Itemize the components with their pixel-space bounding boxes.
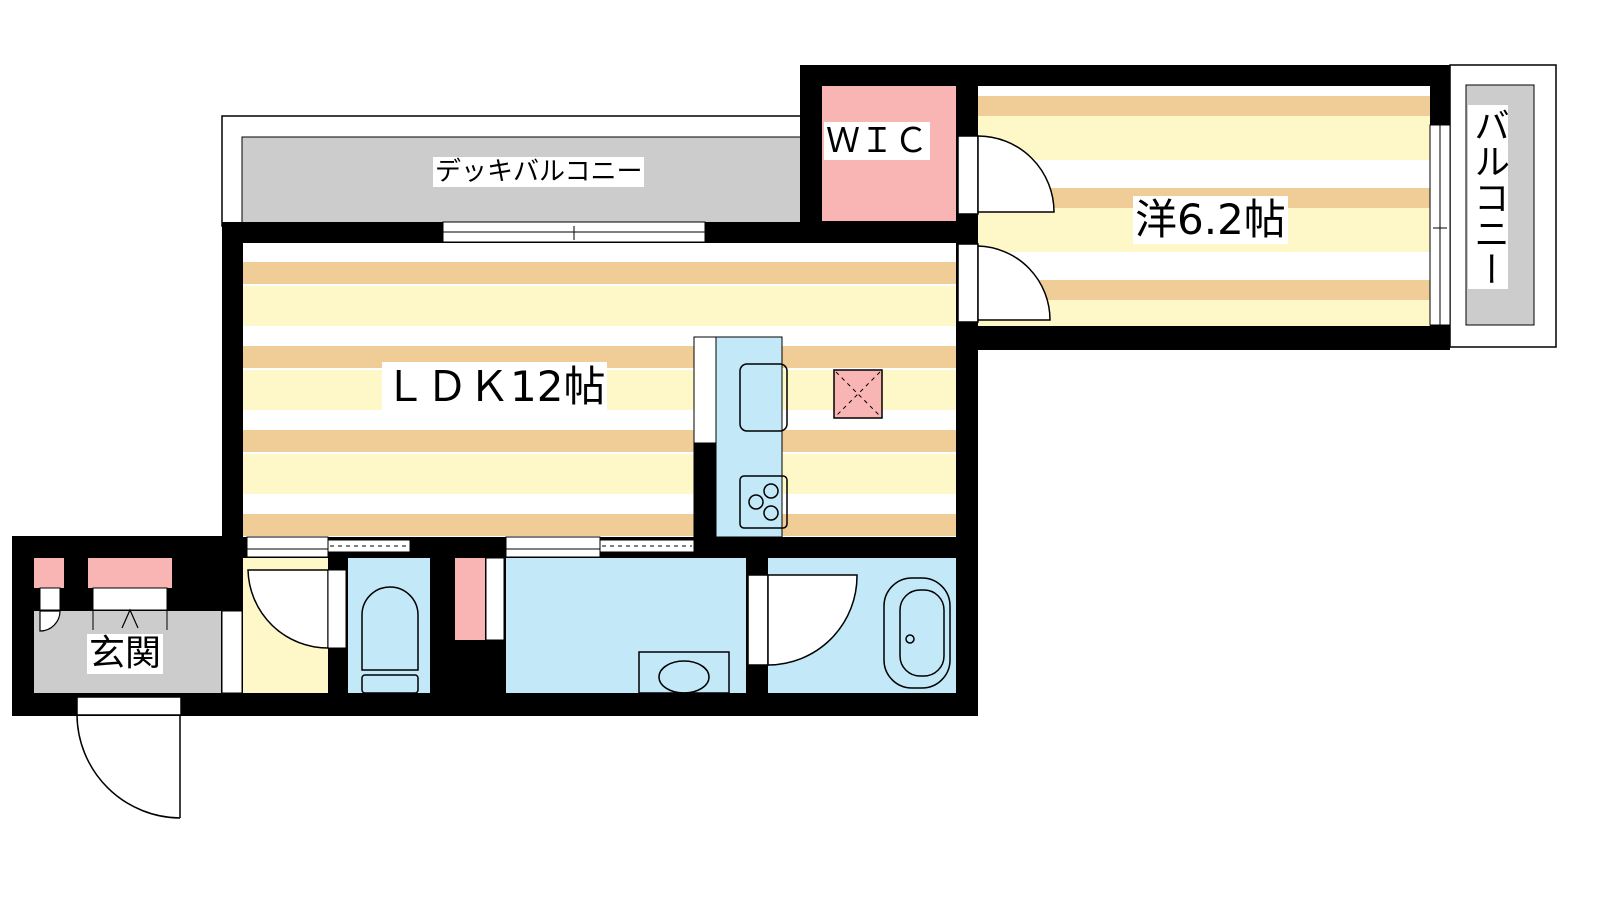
corridor bbox=[243, 558, 347, 693]
washroom bbox=[506, 558, 746, 694]
window-ldk bbox=[442, 221, 706, 243]
wic-label: ＷＩＣ bbox=[824, 121, 930, 161]
window-western bbox=[1429, 124, 1451, 326]
shoe-storage bbox=[88, 558, 172, 588]
door-western[interactable] bbox=[957, 243, 1051, 323]
shoe-storage bbox=[34, 558, 64, 588]
window-bottom bbox=[246, 536, 695, 558]
deck-balcony-label: デッキバルコニー bbox=[433, 157, 645, 187]
refrigerator-space bbox=[833, 369, 883, 419]
bathtub-icon bbox=[883, 577, 951, 689]
toilet bbox=[348, 558, 430, 694]
door-wic[interactable] bbox=[957, 135, 1055, 215]
balcony-label: バルコニー bbox=[1468, 105, 1509, 289]
kitchen-sink-icon bbox=[739, 363, 788, 432]
storage bbox=[455, 558, 485, 640]
entrance-door[interactable] bbox=[76, 696, 182, 819]
entrance bbox=[34, 558, 243, 694]
stove-icon bbox=[739, 475, 788, 529]
kitchen-counter bbox=[693, 336, 788, 541]
deck-balcony bbox=[221, 115, 803, 227]
entrance-label: 玄関 bbox=[87, 633, 164, 674]
western-room-label: 洋6.2帖 bbox=[1133, 195, 1288, 244]
bathroom bbox=[747, 558, 956, 693]
ldk-label: ＬＤＫ12帖 bbox=[382, 362, 608, 412]
